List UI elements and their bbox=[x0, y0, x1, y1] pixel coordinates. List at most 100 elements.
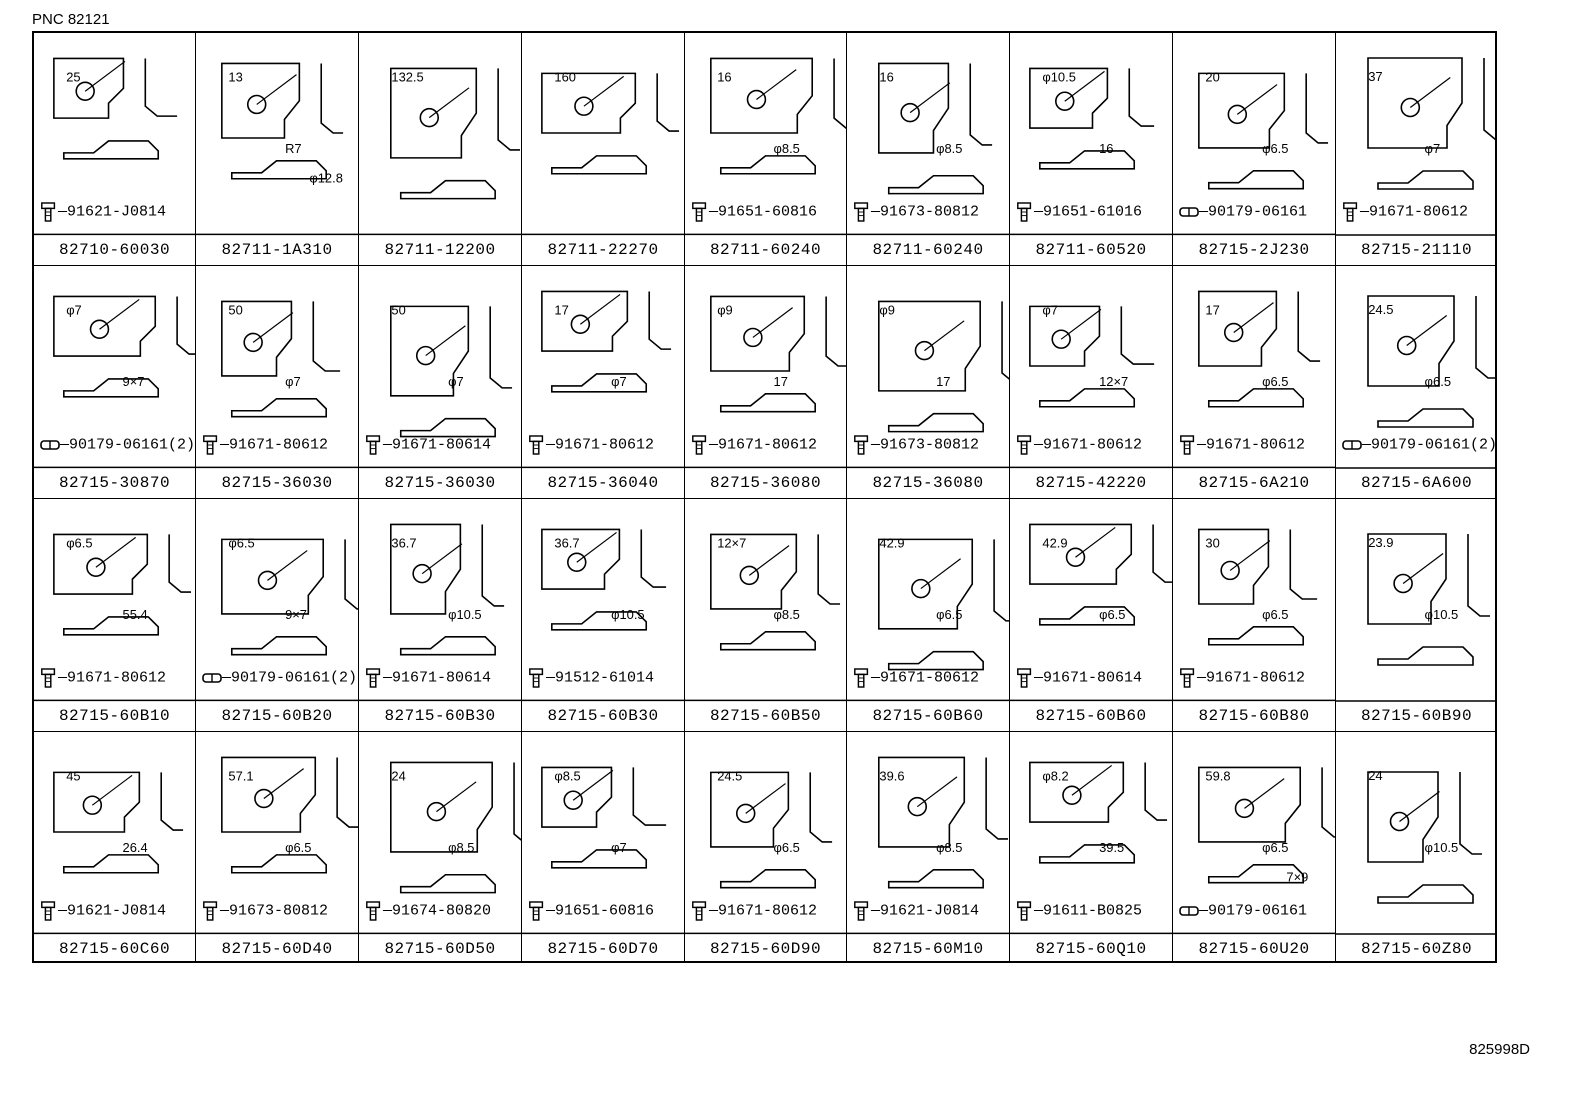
dimension-label: 36.7 bbox=[554, 535, 579, 550]
dimension-label: φ8.2 bbox=[1042, 768, 1068, 783]
bolt-icon bbox=[854, 202, 869, 222]
bracket-drawing bbox=[221, 756, 358, 874]
leader-line bbox=[756, 69, 797, 100]
bracket-drawing bbox=[1198, 766, 1335, 884]
fastener-part-number: 91671-80612 bbox=[718, 902, 818, 920]
leader-line bbox=[256, 74, 297, 105]
part-number-label: 82715-21110 bbox=[1360, 241, 1473, 259]
fastener-leader: — bbox=[1034, 669, 1044, 687]
bolt-icon bbox=[1343, 202, 1358, 222]
part-number-label: 82715-6A600 bbox=[1360, 474, 1473, 492]
part-number-label: 82715-60Z80 bbox=[1360, 940, 1473, 958]
bracket-drawing bbox=[221, 62, 344, 180]
part-number-label: 82715-60B50 bbox=[709, 707, 822, 725]
fastener-part-number: 91671-80614 bbox=[1043, 669, 1143, 687]
leader-line bbox=[572, 769, 614, 801]
bracket-drawing bbox=[1367, 771, 1482, 904]
fastener-part-number: 91651-60816 bbox=[718, 203, 818, 221]
leader-line bbox=[1244, 778, 1285, 809]
bracket-drawing bbox=[53, 771, 184, 874]
bolt-icon bbox=[692, 202, 707, 222]
dimension-label: 16 bbox=[717, 69, 731, 84]
bolt-icon bbox=[854, 668, 869, 688]
part-number-label: 82711-60520 bbox=[1035, 241, 1147, 259]
bracket-drawing bbox=[390, 67, 521, 200]
fastener-callout: —91671-80614 bbox=[365, 434, 491, 458]
dimension-label: φ7 bbox=[448, 374, 464, 389]
fastener-part-number: 91671-80612 bbox=[1206, 669, 1306, 687]
fastener-leader: — bbox=[383, 902, 393, 920]
part-number-label: 82715-36040 bbox=[547, 474, 659, 492]
bracket-drawing bbox=[221, 300, 341, 418]
part-number-label: 82715-60B20 bbox=[221, 707, 333, 725]
dimension-label: 9×7 bbox=[285, 607, 307, 622]
fastener-leader: — bbox=[383, 669, 393, 687]
bolt-icon bbox=[692, 901, 707, 921]
dimension-label: 24.5 bbox=[1368, 302, 1393, 317]
dimension-label: φ7 bbox=[611, 374, 627, 389]
fastener-part-number: 91673-80812 bbox=[229, 902, 329, 920]
dimension-label: φ7 bbox=[1042, 302, 1058, 317]
bracket-drawing bbox=[710, 771, 833, 889]
fastener-leader: — bbox=[1199, 902, 1209, 920]
leader-line bbox=[745, 783, 786, 814]
dimension-label: φ9 bbox=[717, 302, 733, 317]
part-illustration: 59.8φ6.57×9 bbox=[1173, 766, 1335, 935]
bracket-drawing bbox=[541, 766, 667, 869]
fastener-part-number: 91671-80612 bbox=[1043, 436, 1143, 454]
fastener-leader: — bbox=[709, 436, 719, 454]
fastener-leader: — bbox=[383, 436, 393, 454]
fastener-leader: — bbox=[1197, 436, 1207, 454]
leader-line bbox=[576, 531, 617, 563]
dimension-label: 55.4 bbox=[123, 607, 148, 622]
part-illustration: φ8.239.5 bbox=[1010, 761, 1172, 935]
leader-line bbox=[916, 776, 958, 808]
fastener-callout: —90179-06161(2) bbox=[40, 434, 195, 458]
part-number-label: 82715-60C60 bbox=[58, 940, 171, 958]
dimension-label: φ8.5 bbox=[554, 768, 580, 783]
bracket-drawing bbox=[390, 305, 513, 438]
fastener-callout: —91673-80812 bbox=[853, 201, 979, 225]
bolt-icon bbox=[366, 901, 381, 921]
fastener-part-number: 91674-80820 bbox=[392, 902, 492, 920]
dimension-label: φ7 bbox=[66, 302, 82, 317]
fastener-part-number: 91621-J0814 bbox=[880, 902, 980, 920]
fastener-part-number: 91671-80612 bbox=[555, 436, 655, 454]
part-number-label: 82715-36080 bbox=[872, 474, 984, 492]
dimension-label: 132.5 bbox=[391, 69, 423, 84]
bolt-icon bbox=[1017, 668, 1032, 688]
part-number-label: 82715-2J230 bbox=[1198, 241, 1310, 259]
dimension-label: 39.6 bbox=[879, 768, 904, 783]
part-number-label: 82715-36030 bbox=[384, 474, 496, 492]
part-number-label: 82715-60B60 bbox=[872, 707, 984, 725]
fastener-part-number: 90179-06161 bbox=[1208, 203, 1308, 221]
bracket-drawing bbox=[1367, 57, 1497, 190]
bracket-drawing bbox=[1029, 67, 1155, 170]
dimension-label: φ10.5 bbox=[1425, 607, 1459, 622]
leader-line bbox=[909, 82, 951, 114]
leader-line bbox=[924, 320, 965, 352]
fastener-leader: — bbox=[546, 669, 556, 687]
part-number-label: 82715-60D90 bbox=[709, 940, 822, 958]
part-number-label: 82715-60M10 bbox=[872, 940, 984, 958]
dimension-label: φ6.5 bbox=[774, 840, 800, 855]
